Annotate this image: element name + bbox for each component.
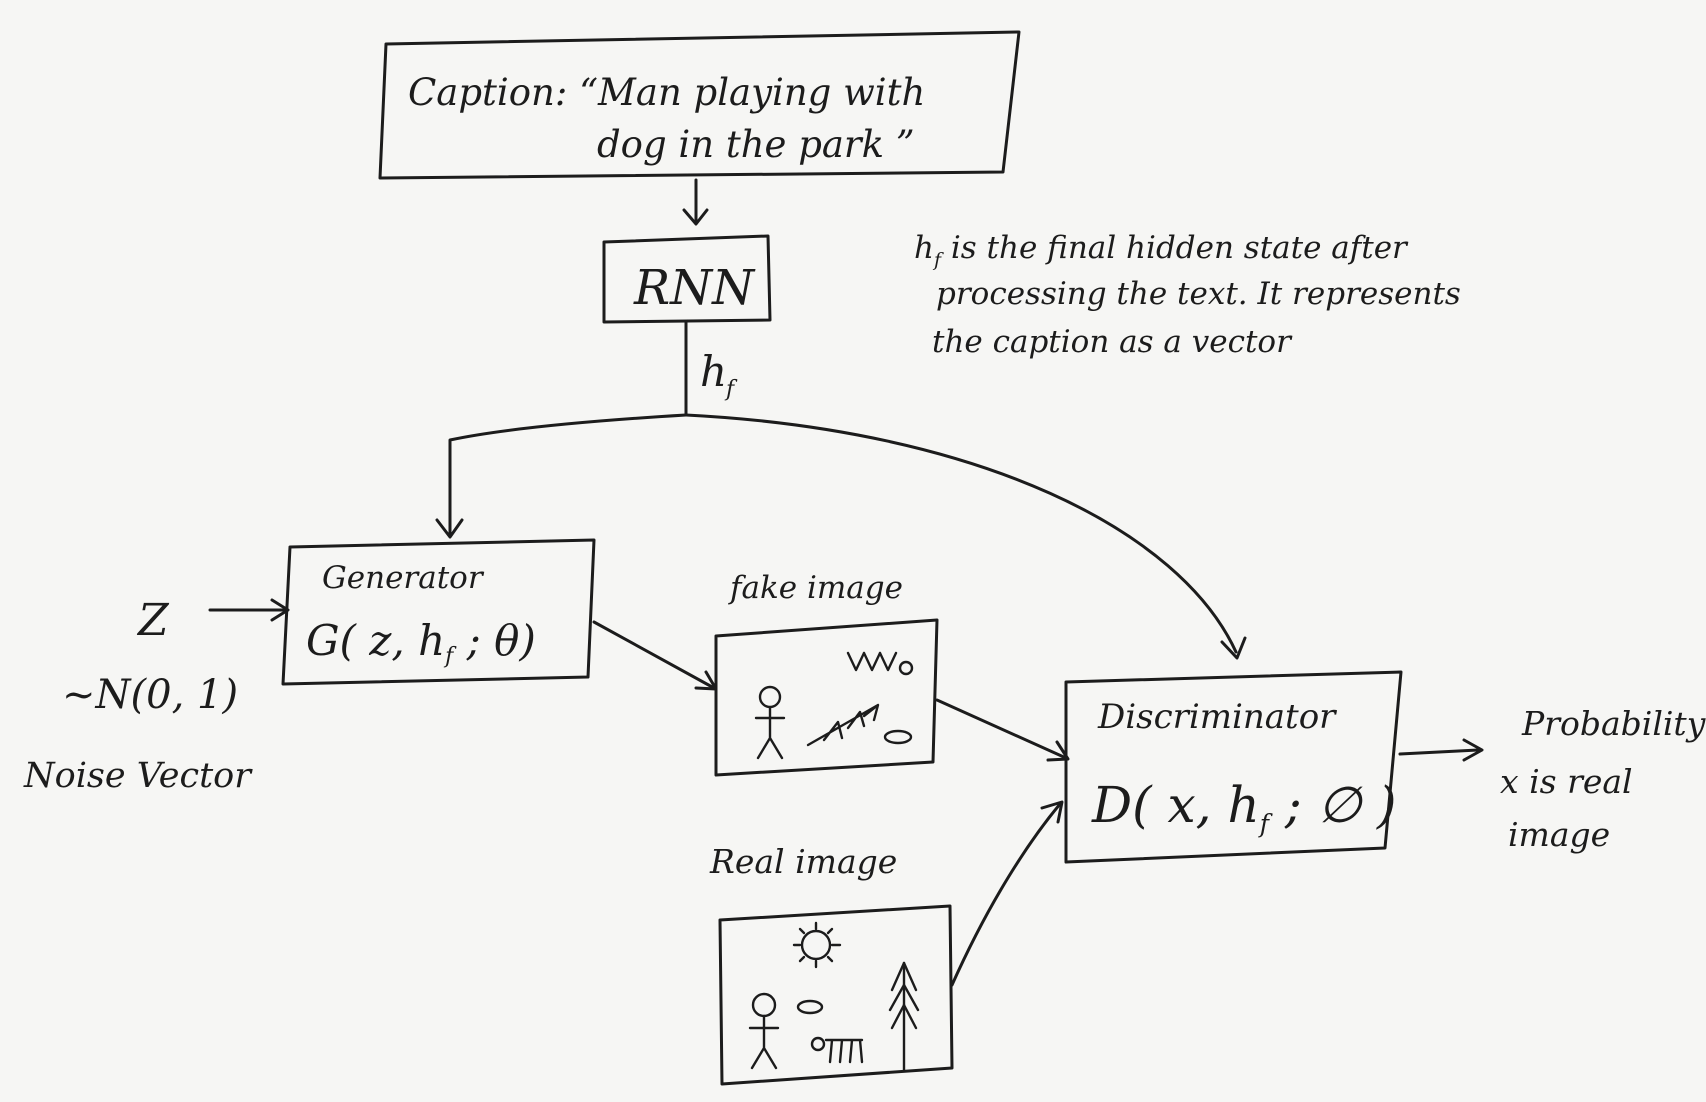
tree-icon xyxy=(888,961,920,1072)
output-line-3: image xyxy=(1508,815,1610,854)
annotation-line-1-rest: is the final hidden state after xyxy=(941,230,1409,266)
annotation-subject-sub: f xyxy=(932,249,944,271)
rnn-output-label: h f xyxy=(700,347,738,402)
noise-input: Z ~N(0, 1) Noise Vector xyxy=(23,595,253,796)
arrow-hf-to-discriminator xyxy=(684,413,1247,660)
annotation-line-2: processing the text. It represents xyxy=(936,276,1461,312)
caption-line-2: dog in the park ” xyxy=(597,123,915,166)
rnn-box-border xyxy=(602,234,772,324)
output-line-1: Probability xyxy=(1521,704,1706,743)
noise-label: Noise Vector xyxy=(23,756,253,796)
dog-icon xyxy=(810,1036,864,1064)
sun-icon xyxy=(792,921,842,969)
arrow-discriminator-to-output xyxy=(1398,738,1484,762)
real-image-frame xyxy=(718,904,954,1086)
arrow-caption-to-rnn xyxy=(682,178,709,226)
svg-text:G( z, hf ; θ): G( z, hf ; θ) xyxy=(306,616,536,669)
annotation-text: hf is the final hidden state after proce… xyxy=(914,230,1461,360)
arrow-real-to-discriminator xyxy=(950,800,1064,987)
real-stick-figure-icon xyxy=(748,992,780,1070)
generator-box: Generator G( z, hf ; θ) xyxy=(281,538,596,686)
generator-box-border xyxy=(281,538,596,686)
fake-scribble-icon xyxy=(806,703,880,747)
caption-box: Caption: “Man playing with dog in the pa… xyxy=(378,30,1021,180)
svg-text:hf is the final hidden state a: hf is the final hidden state after xyxy=(914,230,1409,271)
hf-label-main: h xyxy=(700,347,727,396)
annotation-line-3: the caption as a vector xyxy=(932,324,1293,360)
output-text: Probability x is real image xyxy=(1500,704,1706,854)
fake-uvo-doodle-icon xyxy=(846,651,914,676)
fake-image: fake image xyxy=(714,570,939,777)
noise-distribution: ~N(0, 1) xyxy=(62,672,238,718)
discriminator-box-border xyxy=(1064,670,1403,864)
arrow-fake-to-discriminator xyxy=(935,698,1070,762)
real-image: Real image xyxy=(709,842,954,1086)
discriminator-title: Discriminator xyxy=(1097,697,1337,737)
discriminator-box: Discriminator D( x, hf ; ∅ ) xyxy=(1064,670,1403,864)
hf-label-sub: f xyxy=(724,377,738,402)
svg-text:D( x, hf ; ∅ ): D( x, hf ; ∅ ) xyxy=(1091,776,1397,838)
annotation-subject: h xyxy=(914,230,934,266)
noise-symbol: Z xyxy=(136,595,170,646)
arrow-hf-to-generator xyxy=(435,413,688,539)
generator-formula-pre: G( z, h xyxy=(306,616,445,665)
discriminator-formula-sub: f xyxy=(1258,809,1273,838)
rnn-label: RNN xyxy=(633,260,756,316)
caption-line-1: Caption: “Man playing with xyxy=(408,71,925,114)
fake-stick-figure-icon xyxy=(754,685,786,760)
output-line-2: x is real xyxy=(1500,762,1633,801)
fake-image-label: fake image xyxy=(728,570,903,606)
caption-box-border xyxy=(378,30,1021,180)
real-image-label: Real image xyxy=(709,842,897,881)
discriminator-formula-post: ; ∅ ) xyxy=(1269,776,1397,834)
generator-formula-post: ; θ) xyxy=(453,616,536,665)
discriminator-formula-pre: D( x, h xyxy=(1091,776,1260,834)
frisbee-icon xyxy=(796,999,824,1015)
arrow-generator-to-fake-image xyxy=(592,620,718,691)
arrow-noise-to-generator xyxy=(208,598,290,622)
rnn-box: RNN xyxy=(602,234,772,324)
generator-title: Generator xyxy=(322,560,485,596)
fake-disc-icon xyxy=(883,729,913,745)
fake-image-frame xyxy=(714,618,939,777)
